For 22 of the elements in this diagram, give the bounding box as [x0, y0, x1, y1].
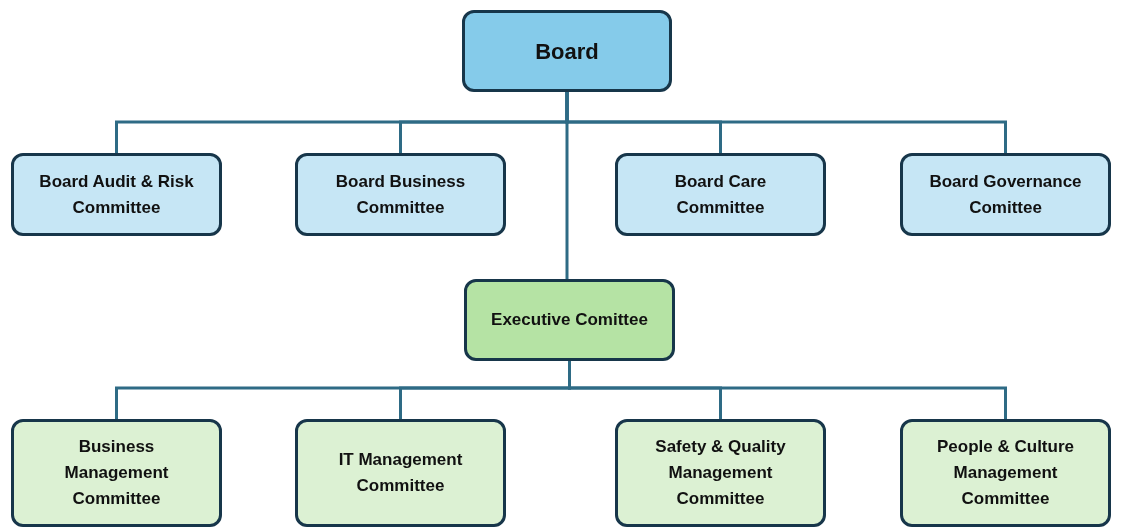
box-label: Board — [535, 37, 599, 66]
committee-box — [11, 153, 222, 236]
committee-box — [900, 153, 1111, 236]
box-label: Board Business Committee — [334, 170, 467, 219]
committee-box — [900, 419, 1111, 527]
box-label: Board Governance Comittee — [928, 170, 1083, 219]
committee-box — [295, 153, 506, 236]
box-label: People & Culture Management Committee — [936, 436, 1075, 510]
box-label: Board Care Committee — [673, 170, 768, 219]
executive-box — [464, 279, 675, 361]
box-label: Safety & Quality Management Committee — [654, 436, 787, 510]
connector-line — [565, 92, 569, 279]
connector-line — [568, 361, 1007, 419]
committee-box — [615, 153, 826, 236]
box-label: Business Management Committee — [63, 436, 170, 510]
committee-box — [615, 419, 826, 527]
board-box — [462, 10, 672, 92]
box-label: Board Audit & Risk Committee — [38, 170, 195, 219]
committee-box — [11, 419, 222, 527]
box-label: Executive Comittee — [491, 309, 648, 331]
committee-box — [295, 419, 506, 527]
box-label: IT Management Committee — [337, 449, 464, 497]
